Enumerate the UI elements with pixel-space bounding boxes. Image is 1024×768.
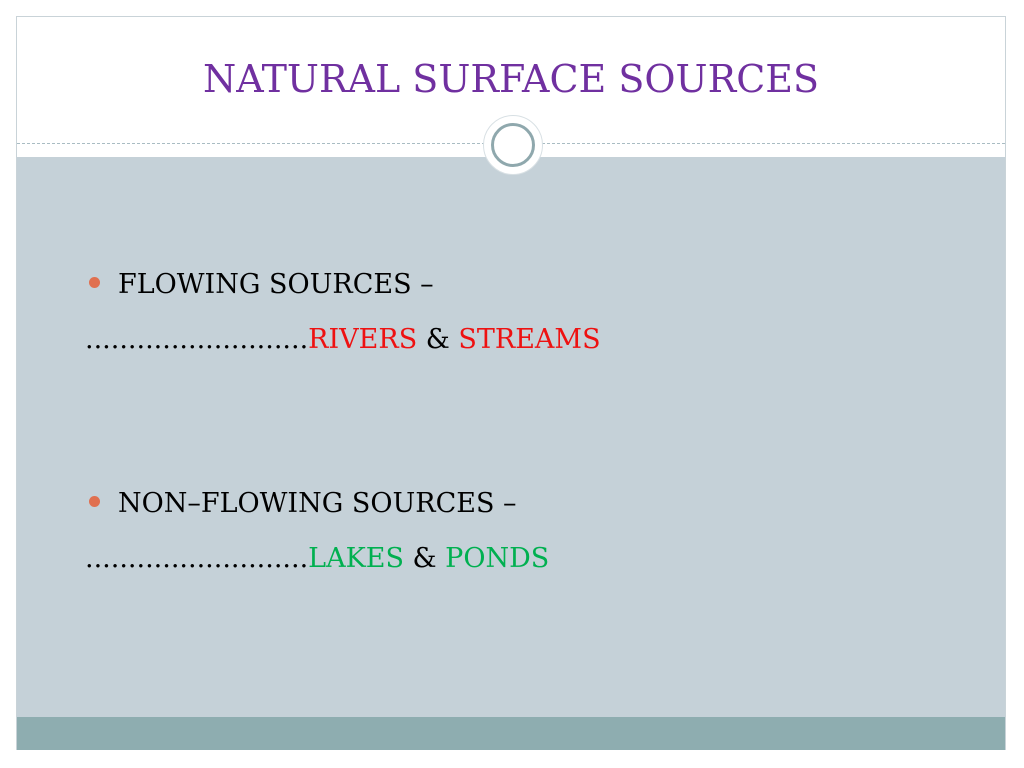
- example-ponds: PONDS: [445, 543, 550, 574]
- content-panel: [17, 157, 1005, 717]
- slide: NATURAL SURFACE SOURCES FLOWING SOURCES …: [16, 16, 1006, 750]
- leader-dots: ..........................: [85, 543, 309, 574]
- bullet-item-flowing: FLOWING SOURCES –: [89, 269, 434, 300]
- slide-title: NATURAL SURFACE SOURCES: [202, 57, 820, 101]
- ring-ornament: [491, 123, 535, 167]
- bullet-dot-icon: [89, 277, 100, 288]
- footer-bar: [17, 717, 1005, 750]
- bullet-heading: NON–FLOWING SOURCES –: [118, 488, 517, 519]
- examples-line-flowing: ..........................RIVERS & STREA…: [85, 324, 601, 355]
- examples-line-non-flowing: ..........................LAKES & PONDS: [85, 543, 549, 574]
- ampersand: &: [417, 324, 459, 355]
- example-lakes: LAKES: [308, 543, 404, 574]
- circle-ornament-icon: [483, 115, 543, 175]
- leader-dots: ..........................: [85, 324, 309, 355]
- example-streams: STREAMS: [458, 324, 601, 355]
- bullet-item-non-flowing: NON–FLOWING SOURCES –: [89, 488, 517, 519]
- bullet-heading: FLOWING SOURCES –: [118, 269, 434, 300]
- bullet-dot-icon: [89, 496, 100, 507]
- ampersand: &: [403, 543, 446, 574]
- example-rivers: RIVERS: [308, 324, 418, 355]
